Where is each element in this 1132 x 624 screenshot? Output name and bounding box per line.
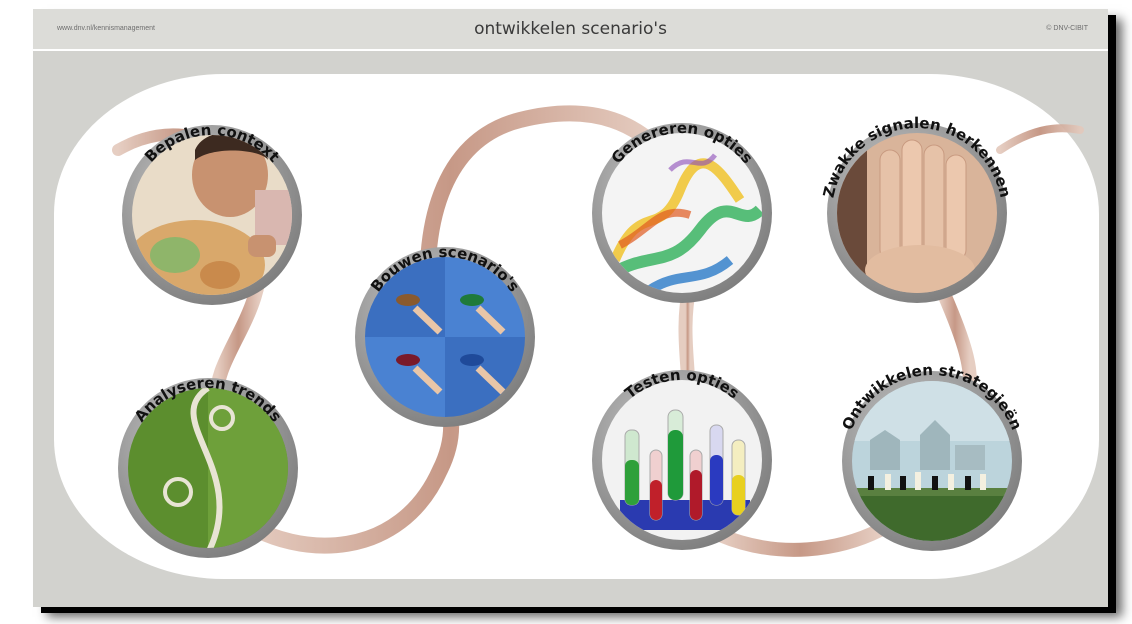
step-genereren-opties[interactable]: Genereren opties: [592, 119, 772, 303]
step-ontwikkelen-strategieen[interactable]: Ontwikkelen strategieën: [838, 361, 1026, 555]
step-testen-opties[interactable]: Testen opties: [592, 366, 772, 550]
step-bepalen-context[interactable]: Bepalen context: [122, 121, 302, 310]
step-zwakke-signalen-herkennen[interactable]: Zwakke signalen herkennen: [819, 114, 1015, 303]
step-bouwen-scenarios[interactable]: Bouwen scenario's: [355, 243, 535, 427]
grass-yin-yang-image: [128, 388, 288, 548]
hands-over-face-image: [837, 133, 997, 293]
test-tubes-image: [602, 380, 762, 540]
colored-smoke-image: [602, 133, 762, 293]
page-title: ontwikkelen scenario's: [474, 19, 667, 39]
header-bar: www.dnv.nl/kennismanagement ontwikkelen …: [33, 9, 1108, 51]
copyright: © DNV-CIBIT: [1046, 25, 1088, 32]
header-url[interactable]: www.dnv.nl/kennismanagement: [57, 25, 155, 32]
step-analyseren-trends[interactable]: Analyseren trends: [118, 374, 298, 558]
